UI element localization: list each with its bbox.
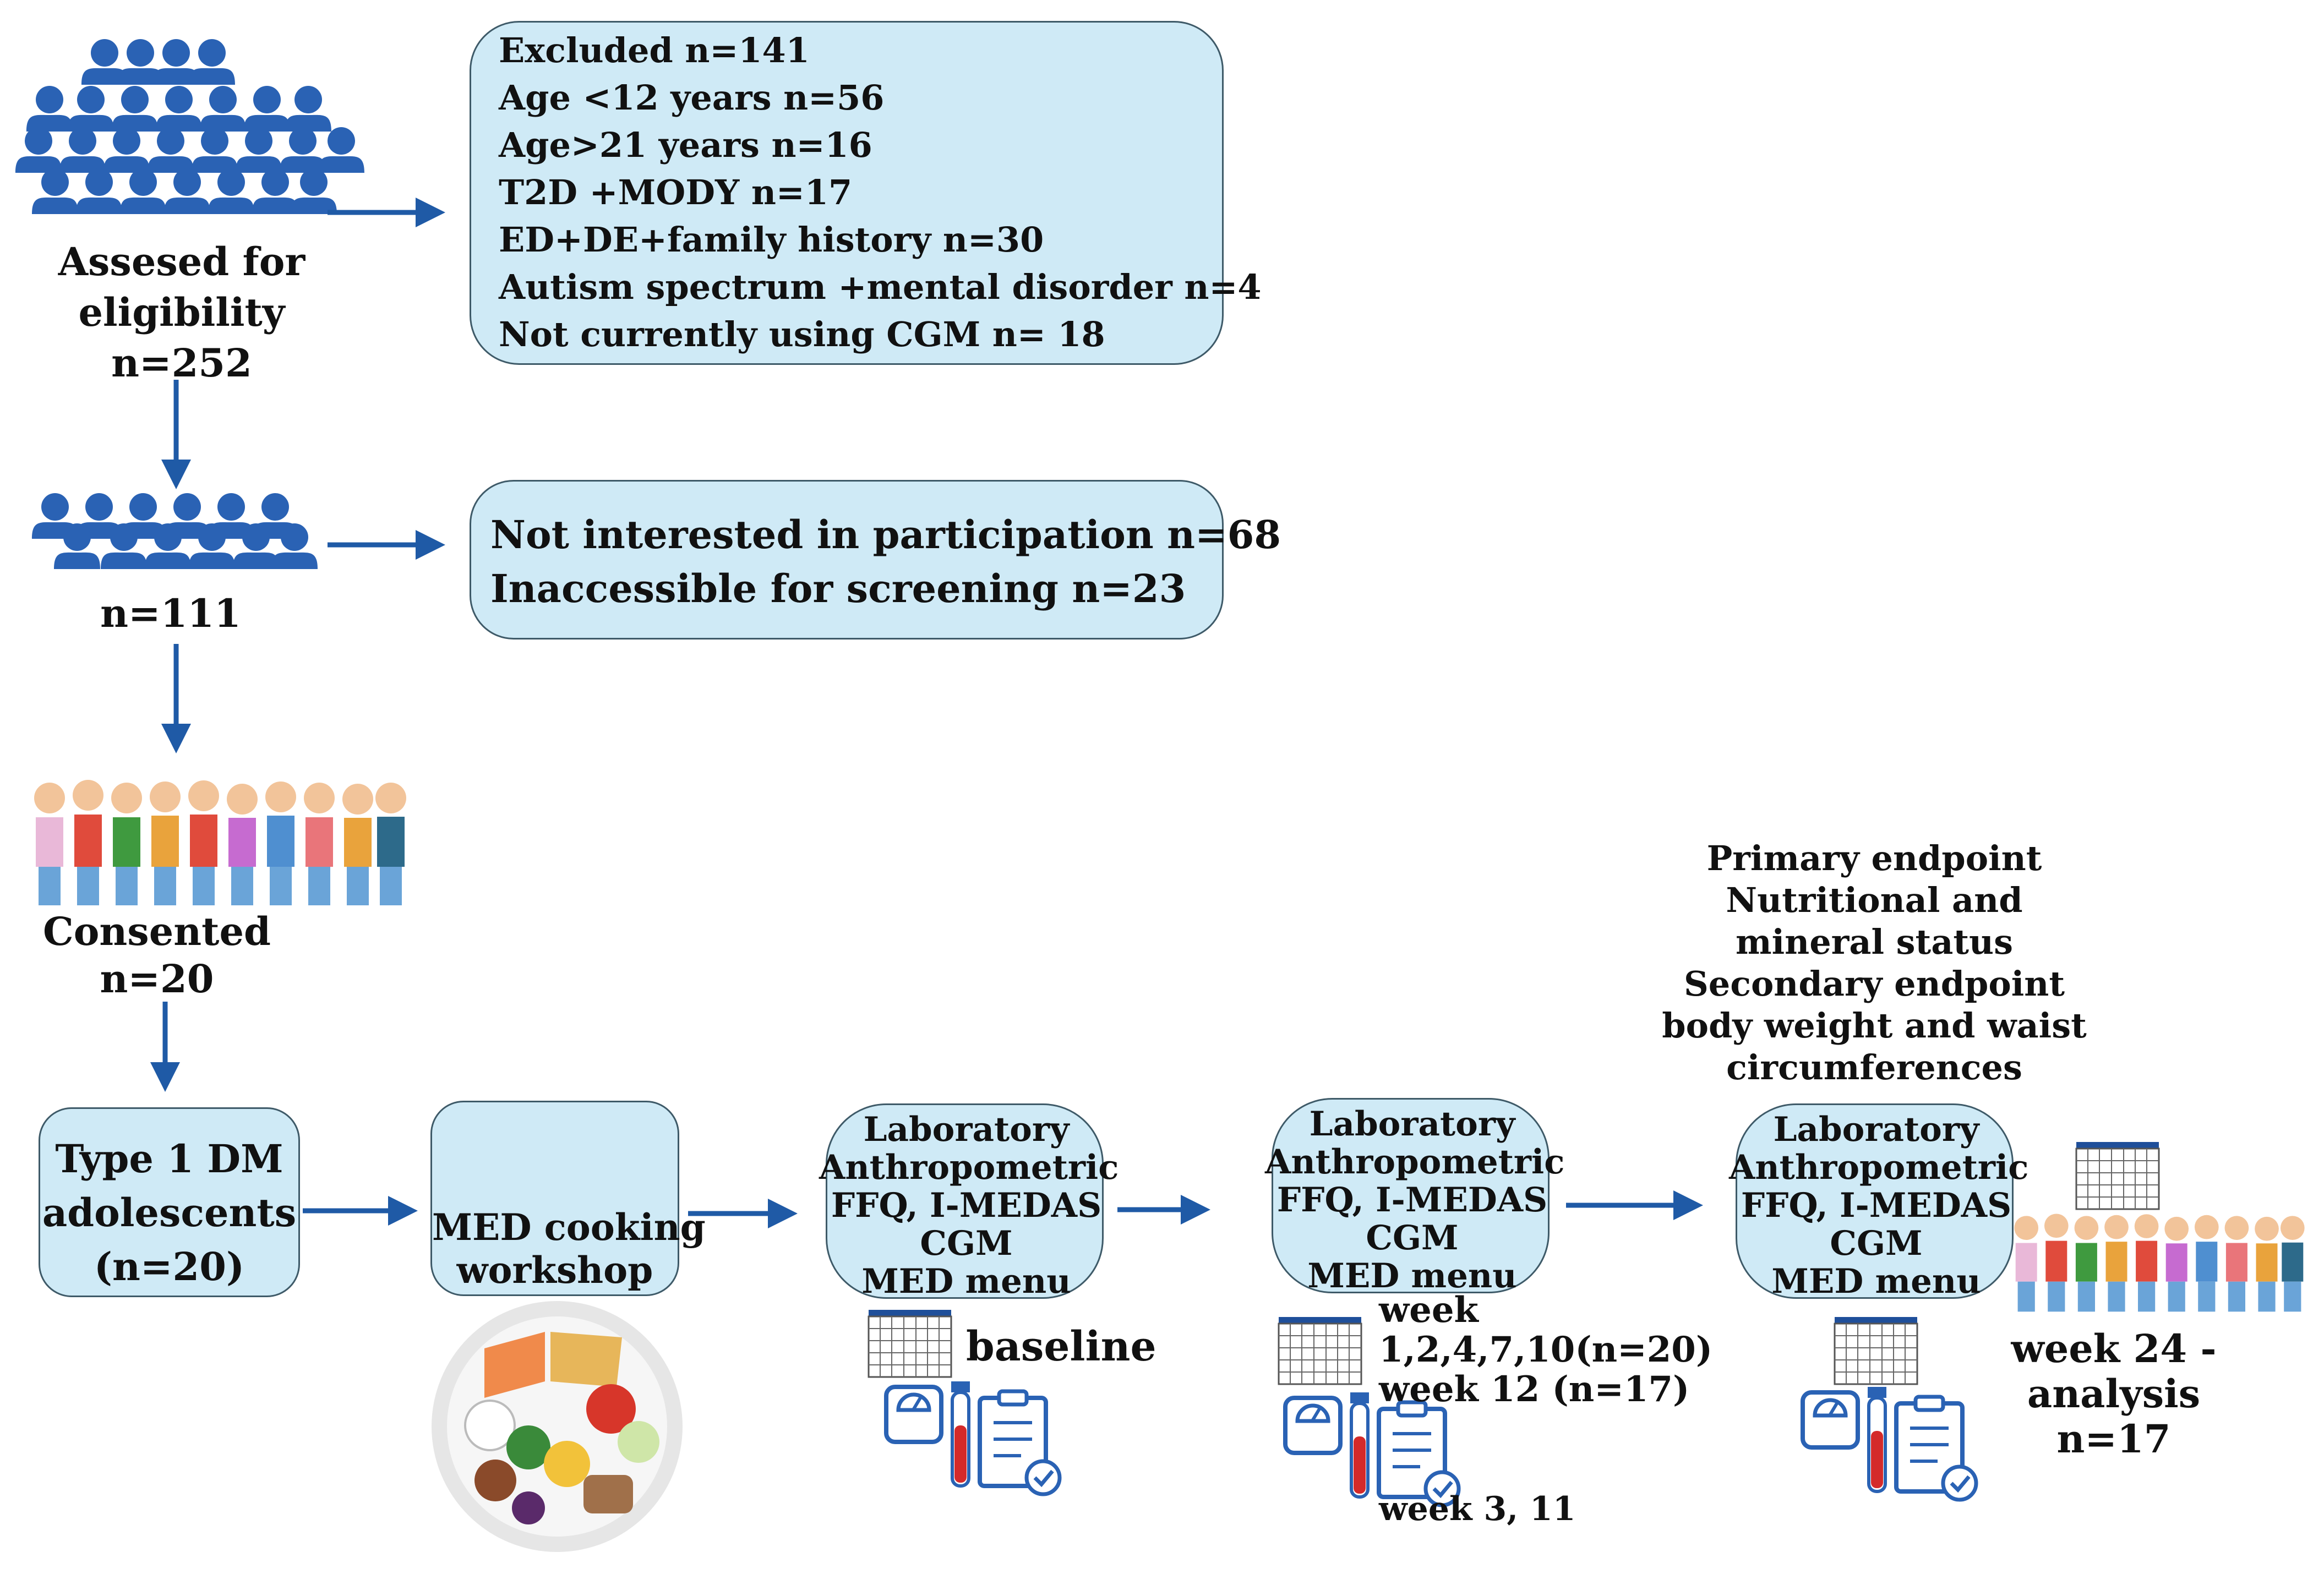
visit-item: CGM	[920, 1224, 1013, 1263]
visit-item: MED menu	[1771, 1262, 1981, 1301]
visit-box-final: Laboratory Anthropometric FFQ, I-MEDAS C…	[1729, 1103, 2028, 1300]
workshop-line2: workshop	[456, 1249, 653, 1292]
followup-line4: week 3, 11	[1379, 1490, 1576, 1528]
visit-item: MED menu	[861, 1262, 1071, 1301]
excluded-item: Age <12 years n=56	[499, 78, 885, 118]
endpoint-line: Secondary endpoint	[1683, 964, 2065, 1004]
type1-count: (n=20)	[94, 1244, 245, 1289]
visit-items: Laboratory Anthropometric FFQ, I-MEDAS C…	[1265, 1105, 1565, 1296]
calendar-icon	[868, 1309, 952, 1378]
endpoint-line: Nutritional and	[1726, 880, 2023, 920]
excluded-item: Age>21 years n=16	[499, 125, 872, 165]
calendar-icon	[2075, 1141, 2160, 1210]
followup-schedule: week 1,2,4,7,10(n=20) week 12 (n=17)	[1379, 1291, 1712, 1409]
followup-line1: week	[1379, 1289, 1479, 1331]
excluded-total: Excluded n=141	[499, 30, 810, 70]
visit-item: FFQ, I-MEDAS	[1276, 1180, 1548, 1220]
consented-line1: Consented	[43, 909, 271, 954]
visit-item: Laboratory	[1309, 1105, 1515, 1144]
visit-item: Laboratory	[1773, 1110, 1979, 1149]
endpoint-line: circumferences	[1726, 1047, 2022, 1087]
endpoints-text: Primary endpoint Nutritional and mineral…	[1657, 838, 2092, 1089]
children-group-icon	[2014, 1214, 2305, 1312]
workshop-text: MED cooking workshop	[432, 1206, 706, 1292]
consented-count: n=20	[100, 956, 214, 1002]
type1-box: Type 1 DM adolescents (n=20)	[39, 1107, 300, 1297]
calendar-icon	[1834, 1316, 1918, 1385]
endpoint-line: mineral status	[1736, 922, 2013, 962]
final-line2: analysis	[2027, 1371, 2201, 1417]
people-crowd-icon	[15, 39, 364, 214]
workshop-line1: MED cooking	[432, 1206, 706, 1249]
visit-item: Anthropometric	[1729, 1148, 2029, 1187]
visit-item: Laboratory	[863, 1110, 1070, 1149]
assessed-count: n=252	[111, 340, 252, 386]
final-analysis: week 24 - analysis n=17	[2004, 1326, 2224, 1462]
visit-item: MED menu	[1307, 1256, 1517, 1296]
not-participating-box: Not interested in participation n=68 Ina…	[470, 480, 1281, 640]
excluded-item: Autism spectrum +mental disorder n=4	[499, 267, 1262, 307]
not-participating-item: Not interested in participation n=68	[490, 512, 1281, 558]
final-count: n=17	[2056, 1416, 2171, 1462]
endpoint-line: Primary endpoint	[1706, 838, 2042, 878]
type1-line1: Type 1 DM	[55, 1136, 283, 1182]
visit-item: CGM	[1366, 1218, 1459, 1258]
mediterranean-food-plate-icon	[432, 1301, 683, 1552]
excluded-list: Excluded n=141 Age <12 years n=56 Age>21…	[499, 27, 1262, 358]
excluded-item: ED+DE+family history n=30	[499, 220, 1044, 260]
assessed-line2: eligibility	[78, 289, 285, 335]
excluded-box: Excluded n=141 Age <12 years n=56 Age>21…	[470, 21, 1262, 365]
followup-line3: week 12 (n=17)	[1379, 1369, 1690, 1410]
visit-items: Laboratory Anthropometric FFQ, I-MEDAS C…	[819, 1110, 1119, 1301]
consented-label: Consented n=20	[33, 908, 281, 1003]
excluded-item: T2D +MODY n=17	[499, 172, 853, 212]
group-count: n=111	[100, 591, 241, 636]
children-group-icon	[34, 780, 406, 905]
workshop-box: MED cooking workshop	[430, 1101, 706, 1296]
not-participating-item: Inaccessible for screening n=23	[490, 566, 1186, 611]
followup-line2: 1,2,4,7,10(n=20)	[1379, 1329, 1713, 1370]
visit-box-baseline: Laboratory Anthropometric FFQ, I-MEDAS C…	[819, 1103, 1119, 1300]
assessed-label: Assesed for eligibility n=252	[33, 237, 330, 389]
assessed-line1: Assesed for	[58, 239, 305, 285]
visit-item: Anthropometric	[819, 1148, 1119, 1187]
baseline-label: baseline	[966, 1323, 1156, 1370]
excluded-item: Not currently using CGM n= 18	[499, 314, 1105, 354]
visit-item: CGM	[1830, 1224, 1923, 1263]
visit-item: Anthropometric	[1265, 1143, 1565, 1182]
calendar-icon	[1278, 1316, 1362, 1385]
final-line1: week 24 -	[2011, 1326, 2217, 1371]
people-group-icon	[32, 493, 318, 569]
not-participating-list: Not interested in participation n=68 Ina…	[490, 508, 1281, 616]
endpoint-line: body weight and waist	[1662, 1005, 2087, 1046]
type1-text: Type 1 DM adolescents (n=20)	[40, 1132, 298, 1294]
visit-items: Laboratory Anthropometric FFQ, I-MEDAS C…	[1729, 1110, 2029, 1301]
visit-item: FFQ, I-MEDAS	[831, 1186, 1102, 1225]
visit-item: FFQ, I-MEDAS	[1741, 1186, 2012, 1225]
type1-line2: adolescents	[42, 1190, 297, 1236]
visit-box-followup: Laboratory Anthropometric FFQ, I-MEDAS C…	[1265, 1098, 1564, 1295]
